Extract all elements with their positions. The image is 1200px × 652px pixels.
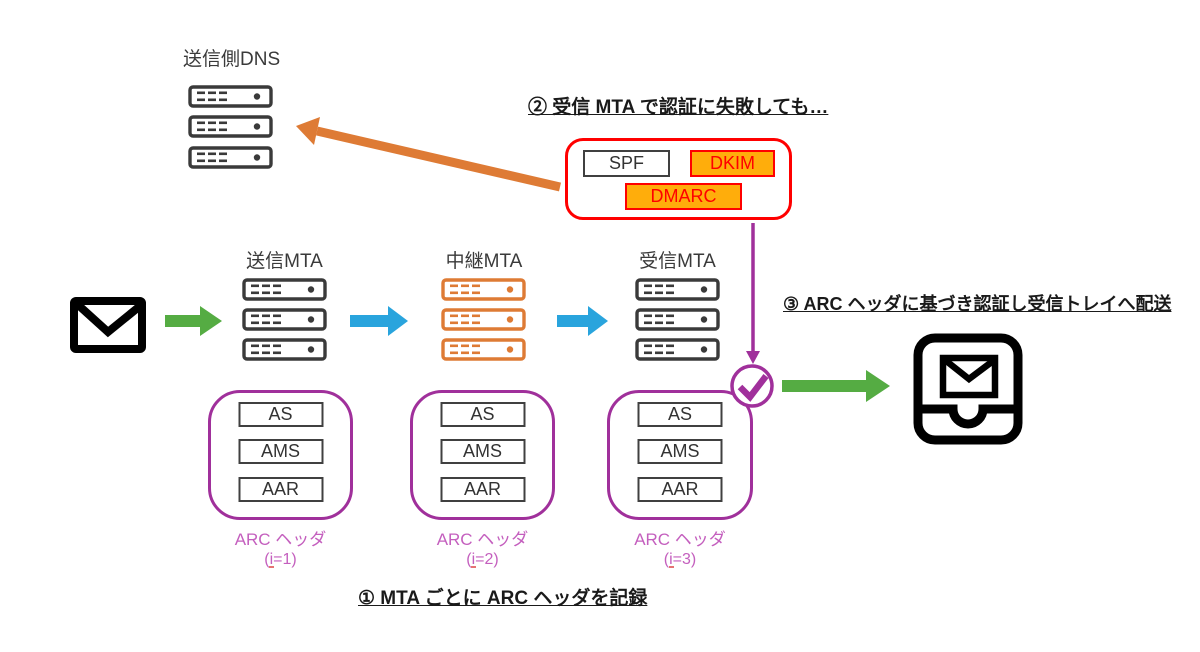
annotation-step2: ② 受信 MTA で認証に失敗しても… — [528, 97, 829, 118]
arc-ams-box: AMS — [238, 439, 323, 464]
arc-caption-text: ARC ヘッダ — [634, 530, 726, 549]
server-icon — [188, 146, 273, 169]
arc-index-label: (i=1) — [264, 551, 297, 568]
server-icon — [242, 308, 327, 331]
server-icon — [441, 278, 526, 301]
arc-as-box: AS — [238, 402, 323, 427]
server-icon — [635, 308, 720, 331]
arc-aar-box: AAR — [440, 477, 525, 502]
server-icon — [188, 115, 273, 138]
sender-dns-title: 送信側DNS — [183, 49, 281, 70]
arrow-right-icon — [782, 370, 890, 402]
mta-label-sending: 送信MTA — [246, 251, 323, 272]
mta-label-relay: 中継MTA — [445, 251, 523, 272]
arc-caption-text: ARC ヘッダ — [436, 530, 529, 549]
arc-aar-box: AAR — [238, 477, 323, 502]
server-icon — [635, 338, 720, 361]
arc-as-box: AS — [440, 402, 525, 427]
dkim-chip: DKIM — [690, 150, 775, 177]
arc-header-box-3: AS AMS AAR — [607, 390, 753, 520]
arc-header-caption-3: ARC ヘッダ (i=3) — [607, 530, 753, 569]
arrow-up-left-icon — [296, 117, 562, 192]
server-icon — [242, 338, 327, 361]
server-icon — [188, 85, 273, 108]
server-icon — [635, 278, 720, 301]
arc-index-label: (i=2) — [466, 551, 499, 568]
arrow-right-icon — [557, 306, 608, 336]
arrow-right-icon — [165, 306, 222, 336]
arc-index-label: (i=3) — [663, 551, 697, 568]
annotation-step1: ① MTA ごとに ARC ヘッダを記録 — [358, 588, 648, 609]
inbox-tray-icon — [913, 333, 1023, 445]
arc-ams-box: AMS — [440, 439, 525, 464]
envelope-icon — [70, 297, 146, 353]
arrow-right-icon — [350, 306, 408, 336]
spf-chip: SPF — [583, 150, 670, 177]
dmarc-chip: DMARC — [625, 183, 742, 210]
arc-ams-box: AMS — [637, 439, 723, 464]
arc-header-caption-2: ARC ヘッダ (i=2) — [410, 530, 555, 569]
arc-header-box-2: AS AMS AAR — [410, 390, 555, 520]
arc-header-box-1: AS AMS AAR — [208, 390, 353, 520]
arc-header-caption-1: ARC ヘッダ (i=1) — [208, 530, 353, 569]
annotation-step3: ③ ARC ヘッダに基づき認証し受信トレイへ配送 — [783, 294, 1172, 314]
server-icon — [242, 278, 327, 301]
server-icon — [441, 338, 526, 361]
auth-methods-box: SPF DKIM DMARC — [565, 138, 792, 220]
arrow-down-icon — [746, 223, 760, 364]
arc-as-box: AS — [637, 402, 723, 427]
arc-aar-box: AAR — [637, 477, 723, 502]
server-icon — [441, 308, 526, 331]
mta-label-receiving: 受信MTA — [639, 251, 716, 272]
arc-caption-text: ARC ヘッダ — [234, 530, 327, 549]
